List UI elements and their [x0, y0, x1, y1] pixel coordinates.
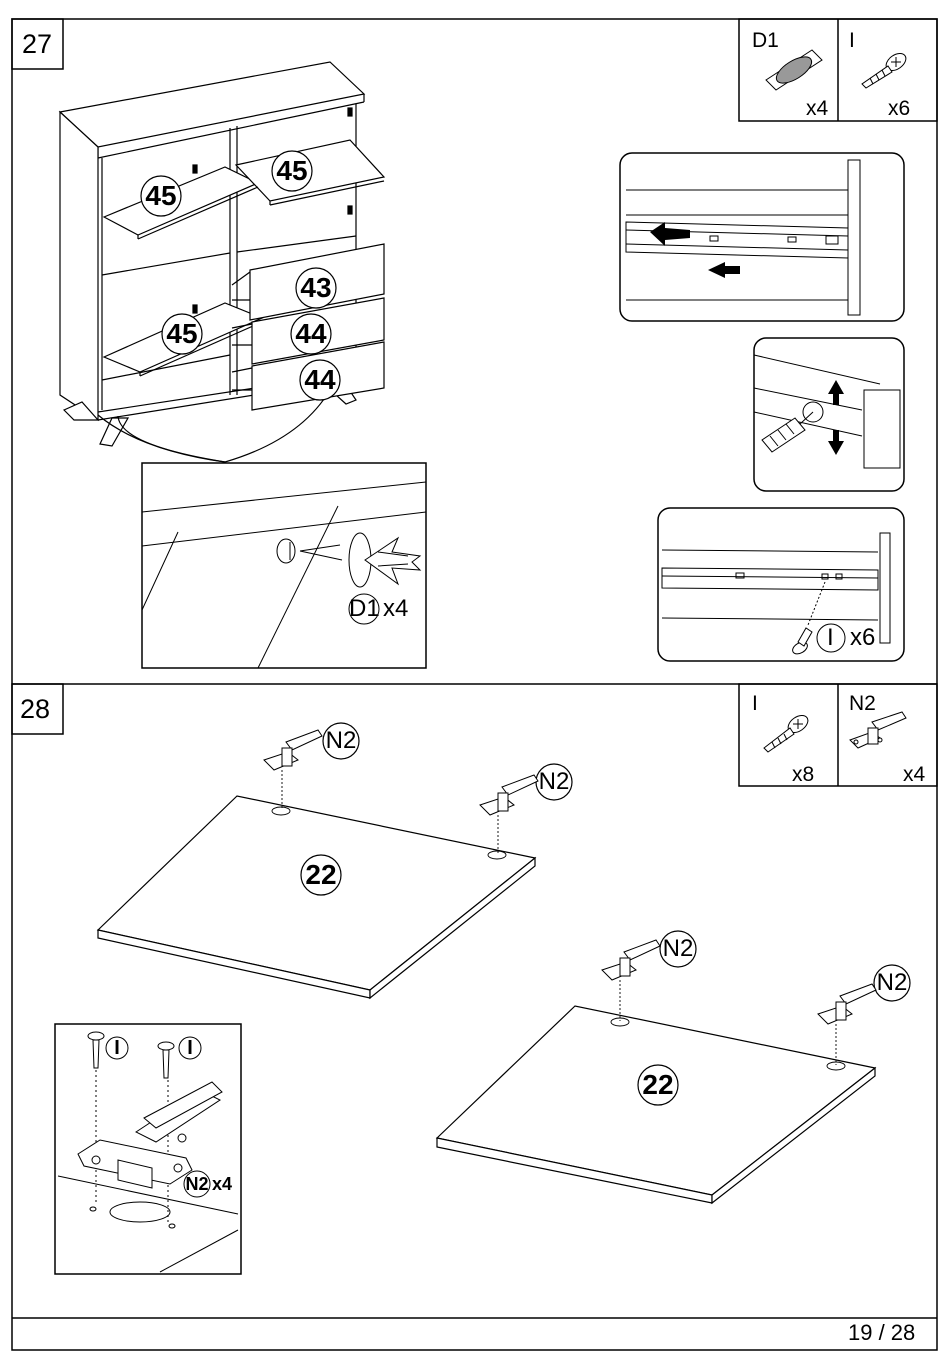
- hinge-detail-code: N2: [184, 1175, 210, 1193]
- hinge-detail-qty: x4: [212, 1175, 232, 1193]
- page-number: 19 / 28: [848, 1322, 915, 1344]
- hinge-detail-screw-code-2: I: [184, 1038, 196, 1058]
- hinge-detail-screw-code-1: I: [111, 1038, 123, 1058]
